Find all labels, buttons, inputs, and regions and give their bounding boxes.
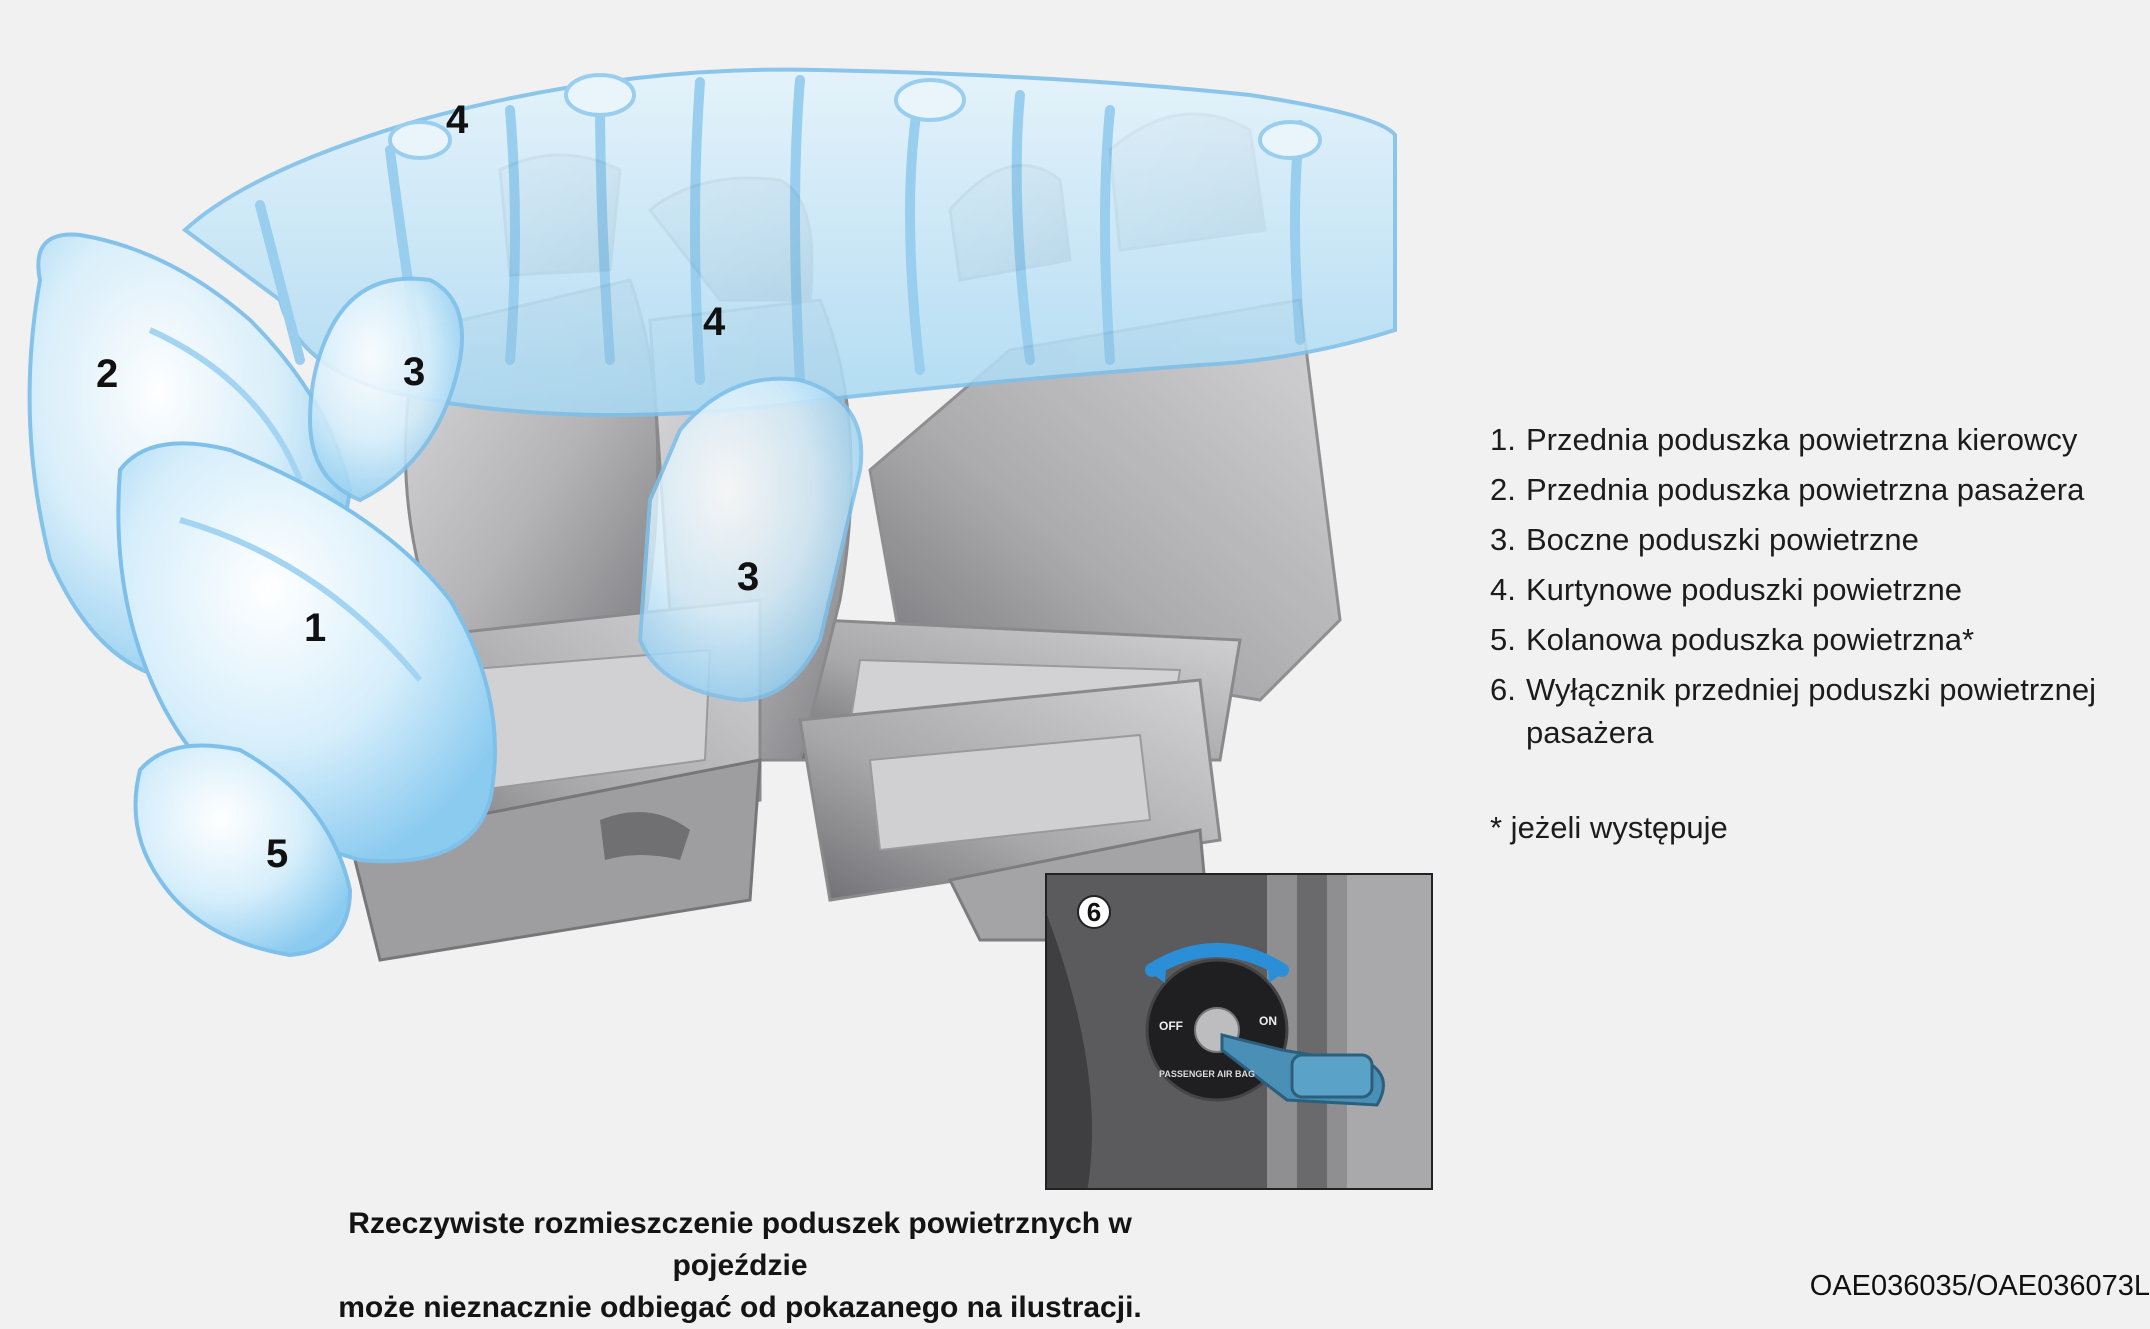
switch-on-label: ON <box>1259 1014 1277 1028</box>
callout-5: 5 <box>266 832 289 876</box>
callout-3-driver: 3 <box>403 350 426 394</box>
callout-1: 1 <box>304 606 327 650</box>
caption-line-1: Rzeczywiste rozmieszczenie poduszek powi… <box>348 1207 1132 1282</box>
knee-airbag <box>133 743 353 958</box>
legend-item: 1.Przednia poduszka powietrzna kierowcy <box>1490 422 2078 457</box>
legend-item: 6.Wyłącznik przedniej poduszki powietrzn… <box>1490 672 2097 750</box>
legend-item: 5.Kolanowa poduszka powietrzna* <box>1490 622 1975 657</box>
switch-off-label: OFF <box>1159 1019 1183 1033</box>
callout-3-passenger: 3 <box>737 555 760 599</box>
callout-2: 2 <box>96 352 119 396</box>
caption: Rzeczywiste rozmieszczenie poduszek powi… <box>290 1203 1190 1329</box>
callout-4-rear: 4 <box>446 98 469 142</box>
caption-line-2: może nieznacznie odbiegać od pokazanego … <box>338 1291 1142 1324</box>
callout-6: 6 <box>1077 895 1111 929</box>
legend-item: 2.Przednia poduszka powietrzna pasażera <box>1490 472 2085 507</box>
switch-inset: OFF ON PASSENGER AIR BAG 6 <box>1045 873 1433 1190</box>
curtain-airbag <box>181 67 1397 417</box>
reference-code: OAE036035/OAE036073L <box>1809 1270 2150 1302</box>
switch-illustration: OFF ON PASSENGER AIR BAG <box>1047 875 1431 1188</box>
legend-item: 3.Boczne poduszki powietrzne <box>1490 522 1919 557</box>
driver-side-airbag <box>307 276 464 503</box>
legend: 1.Przednia poduszka powietrzna kierowcy … <box>1490 418 2110 761</box>
passenger-side-airbag <box>637 376 864 703</box>
callout-4-center: 4 <box>703 300 726 344</box>
footnote: * jeżeli występuje <box>1490 810 1728 845</box>
legend-item: 4.Kurtynowe poduszki powietrzne <box>1490 572 1962 607</box>
switch-device-label: PASSENGER AIR BAG <box>1159 1069 1255 1079</box>
